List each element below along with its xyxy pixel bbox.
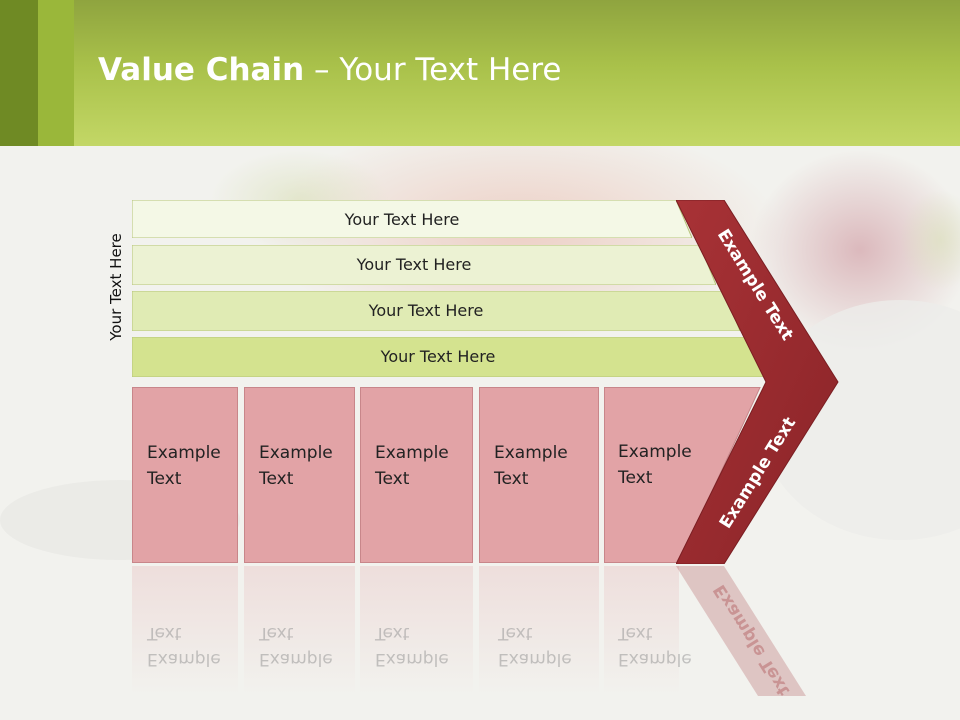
side-label: Your Text Here bbox=[107, 233, 125, 341]
support-bar-2: Your Text Here bbox=[132, 245, 716, 285]
header-band bbox=[0, 0, 960, 146]
box-text: Text bbox=[147, 469, 182, 489]
box-text: Example bbox=[494, 443, 568, 463]
reflection bbox=[132, 566, 238, 696]
primary-activity-box: Example Text bbox=[244, 387, 355, 563]
box-text: Example bbox=[375, 443, 449, 463]
support-bar-4: Your Text Here bbox=[132, 337, 764, 377]
support-bar-1: Your Text Here bbox=[132, 200, 692, 238]
box-text: Example bbox=[618, 442, 692, 462]
primary-activity-box: Example Text bbox=[360, 387, 473, 563]
primary-activity-box: Example Text bbox=[479, 387, 599, 563]
support-bar-label: Your Text Here bbox=[380, 346, 496, 366]
header-accent-strip bbox=[38, 0, 74, 146]
box-text: Text bbox=[375, 469, 410, 489]
box-text: Text bbox=[618, 468, 653, 488]
slide-title: Value Chain – Your Text Here bbox=[98, 52, 561, 88]
box-text: Example bbox=[147, 443, 221, 463]
support-bar-label: Your Text Here bbox=[344, 209, 460, 229]
primary-activity-box: Example Text bbox=[132, 387, 238, 563]
support-bar-3: Your Text Here bbox=[132, 291, 740, 331]
box-text: Text bbox=[494, 469, 529, 489]
box-text: Example bbox=[259, 443, 333, 463]
reflection bbox=[604, 566, 679, 696]
support-bar-label: Your Text Here bbox=[368, 300, 484, 320]
reflection bbox=[360, 566, 473, 696]
margin-chevron bbox=[676, 200, 839, 564]
box-text: Example Text bbox=[618, 439, 692, 491]
reflection bbox=[479, 566, 599, 696]
box-text: Text bbox=[259, 469, 294, 489]
support-bar-label: Your Text Here bbox=[356, 254, 472, 274]
title-bold: Value Chain bbox=[98, 52, 305, 88]
title-rest: – Your Text Here bbox=[304, 52, 562, 88]
header-accent-strip bbox=[0, 0, 38, 146]
reflection bbox=[244, 566, 355, 696]
reflection bbox=[676, 566, 806, 696]
